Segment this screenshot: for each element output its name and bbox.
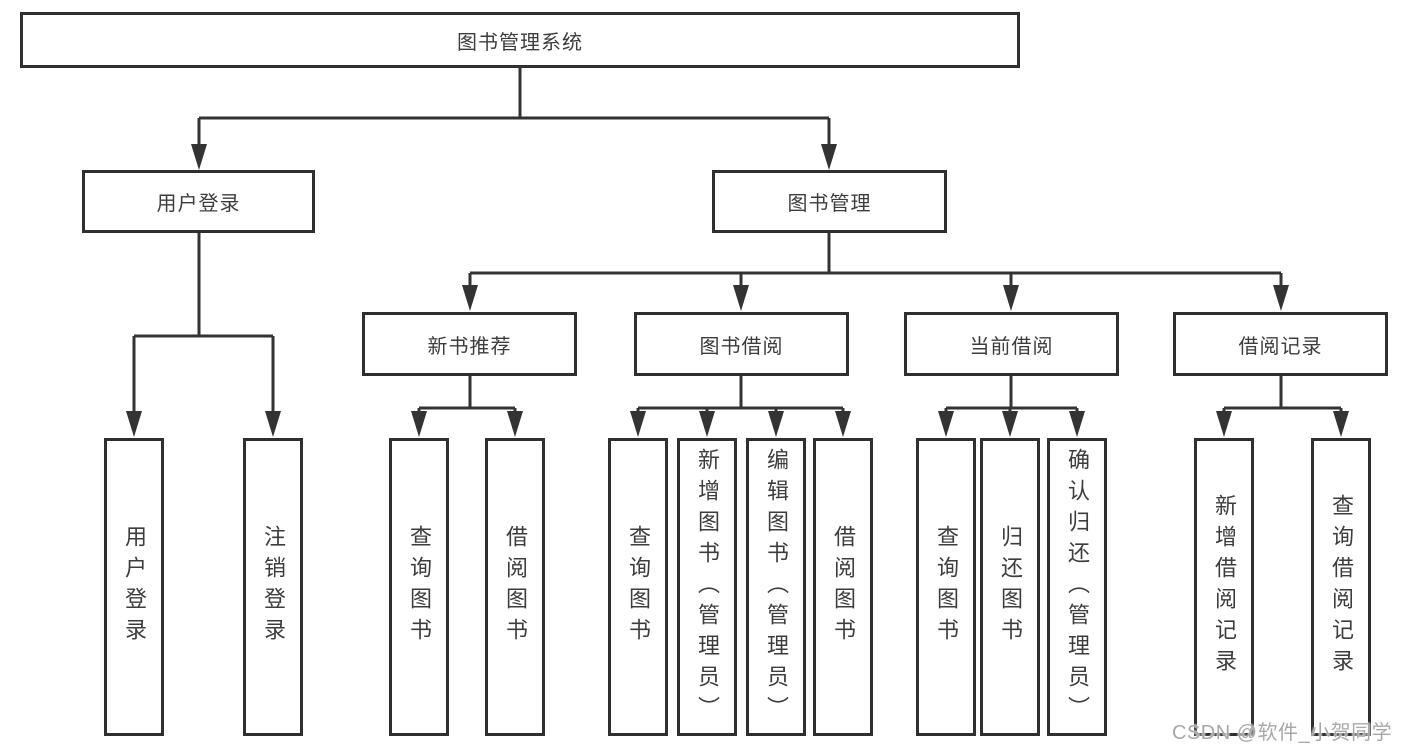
leaf-label: 注销登录 (261, 525, 286, 649)
leaf-label: 查询图书 (626, 525, 651, 649)
leaf-user-login: 用户登录 (104, 438, 164, 736)
leaf-label: 新增图书（管理员） (695, 447, 720, 727)
node-label: 用户登录 (156, 193, 241, 215)
leaf-label: 查询图书 (407, 525, 432, 649)
leaf-label: 编辑图书（管理员） (764, 447, 789, 727)
leaf-edit-books-admin: 编辑图书（管理员） (746, 438, 806, 736)
node-library-management-system: 图书管理系统 (20, 12, 1020, 68)
leaf-add-borrow-record: 新增借阅记录 (1194, 438, 1254, 736)
node-label: 图书管理 (787, 193, 872, 215)
node-book-management: 图书管理 (712, 170, 947, 233)
leaf-label: 借阅图书 (503, 525, 528, 649)
node-label: 当前借阅 (969, 335, 1054, 358)
leaf-label: 确认归还（管理员） (1065, 447, 1090, 727)
leaf-confirm-return-admin: 确认归还（管理员） (1047, 438, 1107, 736)
leaf-label: 归还图书 (998, 525, 1023, 649)
leaf-query-books-current: 查询图书 (916, 438, 976, 736)
node-current-borrow: 当前借阅 (904, 312, 1119, 376)
node-label: 图书管理系统 (457, 31, 583, 54)
leaf-logout: 注销登录 (243, 438, 303, 736)
csdn-watermark: CSDN @软件_小贺同学 (1172, 722, 1393, 744)
leaf-query-books-borrow: 查询图书 (608, 438, 668, 736)
leaf-add-books-admin: 新增图书（管理员） (677, 438, 737, 736)
node-label: 图书借阅 (699, 335, 784, 358)
leaf-label: 新增借阅记录 (1212, 494, 1237, 680)
node-new-book-recommend: 新书推荐 (362, 312, 577, 376)
leaf-query-books-recommend: 查询图书 (389, 438, 449, 736)
leaf-label: 借阅图书 (831, 525, 856, 649)
node-label: 新书推荐 (427, 335, 512, 358)
leaf-return-books: 归还图书 (980, 438, 1040, 736)
leaf-label: 查询借阅记录 (1329, 494, 1354, 680)
node-borrow-records: 借阅记录 (1173, 312, 1388, 376)
leaf-borrow-books: 借阅图书 (813, 438, 873, 736)
node-label: 借阅记录 (1238, 335, 1323, 358)
leaf-label: 查询图书 (934, 525, 959, 649)
node-user-login: 用户登录 (82, 170, 315, 233)
node-book-borrow: 图书借阅 (634, 312, 849, 376)
leaf-label: 用户登录 (122, 525, 147, 649)
leaf-query-borrow-record: 查询借阅记录 (1311, 438, 1371, 736)
leaf-borrow-books-recommend: 借阅图书 (485, 438, 545, 736)
